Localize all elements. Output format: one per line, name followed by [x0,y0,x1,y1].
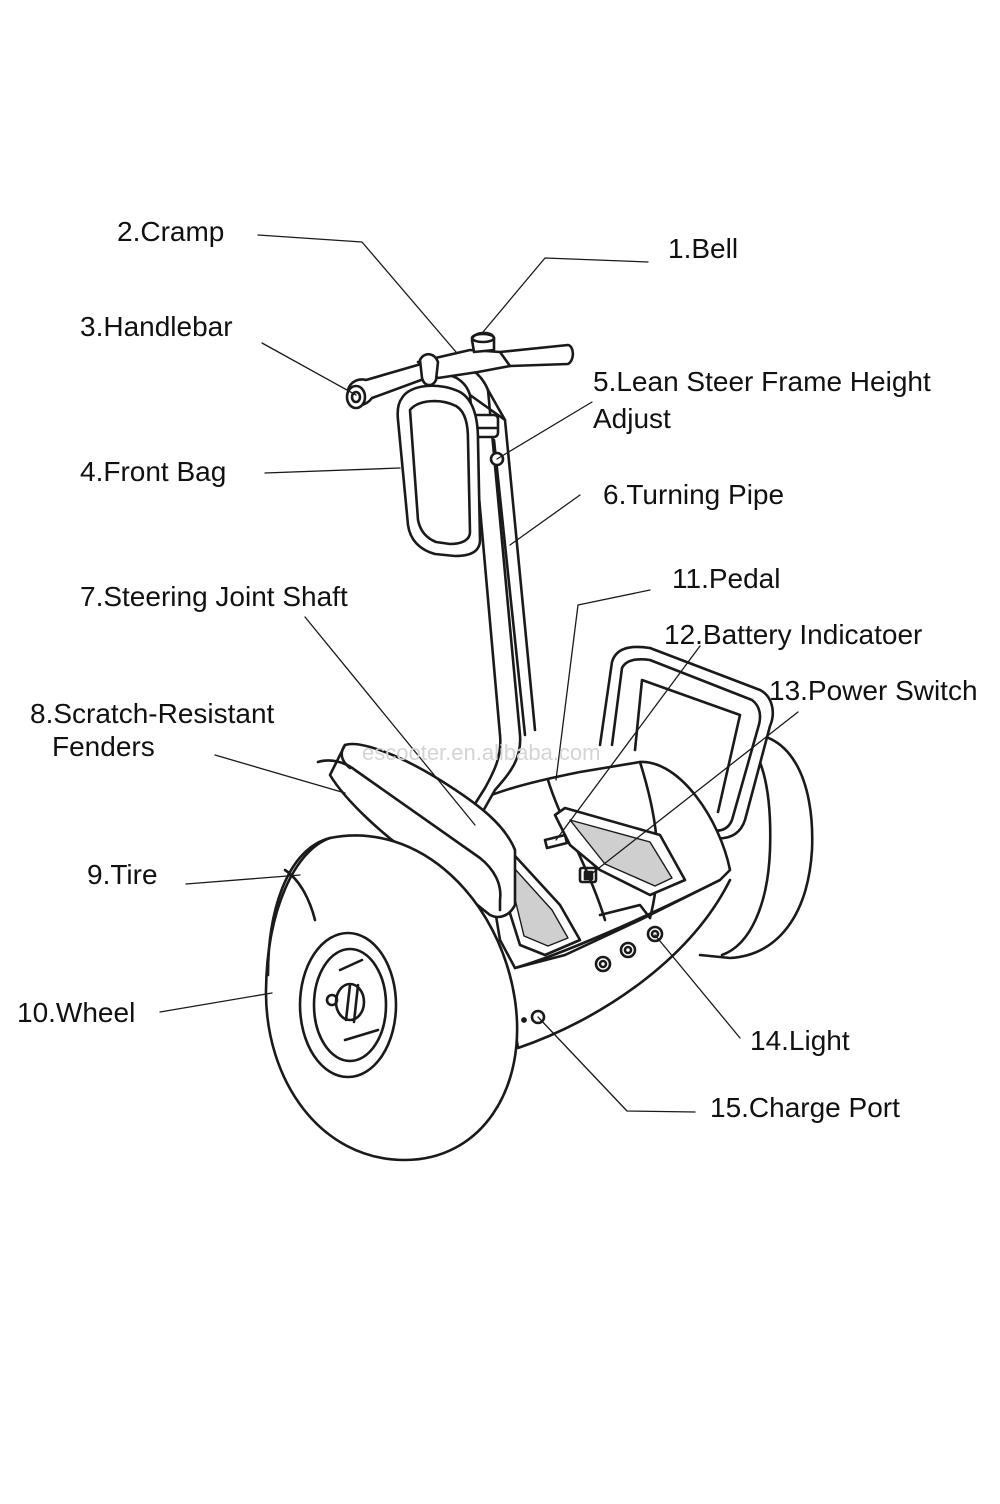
fender [316,742,517,919]
charge-port [521,1009,546,1025]
leader-bell [482,257,649,333]
leader-power-switch [589,711,799,876]
label-wheel: 10.Wheel [17,997,136,1028]
label-front-bag: 4.Front Bag [80,456,227,487]
label-charge-port: 15.Charge Port [710,1092,900,1123]
label-cramp: 2.Cramp [117,216,225,247]
handlebar [345,331,575,410]
label-lean-steer-line2: Adjust [593,403,671,434]
label-pedal: 11.Pedal [672,563,781,594]
leader-battery [555,645,701,841]
leader-pedal [555,589,651,781]
leader-fenders [214,754,346,794]
leader-tire [185,874,301,885]
right-pedal-guard [598,645,774,840]
label-battery-indicator: 12.Battery Indicatoer [664,619,923,650]
label-fenders-line1: 8.Scratch-Resistant [30,698,275,729]
leader-charge-port [537,1016,696,1113]
leader-turning-pipe [509,494,581,546]
label-steering-joint-shaft: 7.Steering Joint Shaft [80,581,348,612]
chassis [478,760,732,1050]
front-bag [396,384,482,558]
lights [594,925,664,973]
leader-steering-shaft [304,616,476,826]
watermark-text: escooter.en.alibaba.com [362,740,601,765]
leader-front-bag [264,467,401,474]
label-fenders-line2: Fenders [52,731,155,762]
label-lean-steer-line1: 5.Lean Steer Frame Height [593,366,931,397]
front-wheel [298,931,398,1079]
label-light: 14.Light [750,1025,850,1056]
label-bell: 1.Bell [668,233,739,264]
leader-lean-steer [496,401,593,460]
leader-light [654,934,741,1039]
leader-lines [159,234,799,1113]
label-handlebar: 3.Handlebar [80,311,233,342]
leader-handlebar [261,342,357,396]
label-tire: 9.Tire [87,859,158,890]
leader-wheel [159,992,273,1013]
label-turning-pipe: 6.Turning Pipe [603,479,785,510]
leader-cramp [257,234,457,353]
label-power-switch: 13.Power Switch [769,675,978,706]
